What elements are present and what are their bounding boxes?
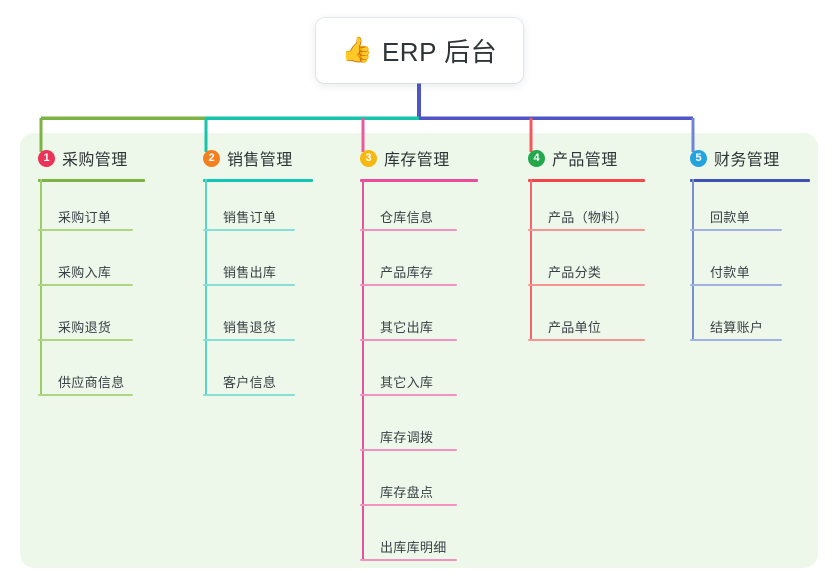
branch-spine [40, 179, 42, 396]
branch-leaf-label: 回款单 [710, 210, 750, 225]
branch-leaf[interactable]: 仓库信息 [360, 199, 457, 231]
branch-leaf-label: 产品分类 [548, 265, 602, 280]
branch-leaf-rule [360, 504, 457, 506]
branch-leaf[interactable]: 销售订单 [203, 199, 295, 231]
thumbs-up-icon: 👍 [341, 36, 373, 64]
branch-title: 销售管理 [227, 152, 293, 169]
branch-leaf-rule [360, 449, 457, 451]
branch-header-rule [360, 179, 478, 182]
branch-leaf-rule [38, 229, 133, 231]
branch-leaf[interactable]: 产品单位 [528, 309, 645, 341]
branch-number-badge: 4 [528, 149, 545, 167]
branch-leaf[interactable]: 结算账户 [690, 309, 782, 341]
branch-leaf-label: 销售订单 [223, 210, 277, 225]
root-node[interactable]: 👍 ERP 后台 [316, 18, 523, 83]
branch-leaf-rule [528, 339, 645, 341]
branch-leaf-rule [690, 229, 782, 231]
branch-leaf[interactable]: 采购订单 [38, 199, 133, 231]
branch-leaf[interactable]: 库存调拨 [360, 419, 457, 451]
branch-leaf[interactable]: 库存盘点 [360, 474, 457, 506]
branch-title: 采购管理 [62, 152, 128, 169]
branch-header-3[interactable]: 3 库存管理 [360, 146, 450, 170]
branch-leaf-label: 其它入库 [380, 375, 434, 390]
branch-leaf[interactable]: 回款单 [690, 199, 782, 231]
branch-spine [692, 179, 694, 341]
branch-title: 财务管理 [714, 152, 780, 169]
branch-leaf[interactable]: 销售出库 [203, 254, 295, 286]
branch-leaf-rule [360, 284, 457, 286]
branch-header-2[interactable]: 2 销售管理 [203, 146, 293, 170]
branch-leaf-rule [360, 394, 457, 396]
branch-leaf-rule [690, 284, 782, 286]
branch-leaf-label: 销售退货 [223, 320, 277, 335]
branch-leaf-label: 客户信息 [223, 375, 277, 390]
branch-number-badge: 5 [690, 149, 707, 167]
branch-number-badge: 3 [360, 149, 377, 167]
branch-leaf[interactable]: 销售退货 [203, 309, 295, 341]
branch-leaf[interactable]: 其它入库 [360, 364, 457, 396]
branch-leaf-label: 结算账户 [710, 320, 764, 335]
branch-leaf-rule [38, 284, 133, 286]
branch-leaf-label: 产品库存 [380, 265, 434, 280]
branch-leaf[interactable]: 采购入库 [38, 254, 133, 286]
branch-spine [362, 179, 364, 561]
branch-leaf-rule [203, 339, 295, 341]
branch-leaf-label: 采购入库 [58, 265, 112, 280]
branch-header-rule [38, 179, 145, 182]
branch-number-badge: 2 [203, 149, 220, 167]
branch-header-1[interactable]: 1 采购管理 [38, 146, 128, 170]
branch-leaf-label: 库存调拨 [380, 430, 434, 445]
branch-header-5[interactable]: 5 财务管理 [690, 146, 780, 170]
branch-leaf-rule [38, 394, 133, 396]
branch-leaf-rule [38, 339, 133, 341]
branch-leaf-label: 采购订单 [58, 210, 112, 225]
diagram-panel [20, 133, 818, 568]
branch-spine [530, 179, 532, 341]
branch-leaf-rule [360, 229, 457, 231]
branch-title: 库存管理 [384, 152, 450, 169]
branch-leaf-label: 库存盘点 [380, 485, 434, 500]
branch-leaf-rule [360, 339, 457, 341]
branch-leaf-label: 供应商信息 [58, 375, 125, 390]
branch-title: 产品管理 [552, 152, 618, 169]
branch-leaf[interactable]: 产品（物料） [528, 199, 645, 231]
branch-leaf[interactable]: 客户信息 [203, 364, 295, 396]
branch-leaf-rule [203, 394, 295, 396]
branch-leaf-label: 产品单位 [548, 320, 602, 335]
branch-leaf[interactable]: 产品分类 [528, 254, 645, 286]
branch-number-badge: 1 [38, 149, 55, 167]
branch-leaf-label: 出库库明细 [380, 540, 447, 555]
branch-leaf-rule [528, 284, 645, 286]
branch-header-rule [528, 179, 645, 182]
branch-header-rule [690, 179, 810, 182]
branch-leaf-rule [203, 284, 295, 286]
branch-header-rule [203, 179, 313, 182]
branch-leaf-label: 采购退货 [58, 320, 112, 335]
branch-leaf-rule [203, 229, 295, 231]
branch-leaf-label: 其它出库 [380, 320, 434, 335]
branch-leaf[interactable]: 其它出库 [360, 309, 457, 341]
branch-leaf[interactable]: 供应商信息 [38, 364, 133, 396]
branch-leaf-rule [690, 339, 782, 341]
root-title: ERP 后台 [381, 37, 498, 67]
branch-leaf-label: 销售出库 [223, 265, 277, 280]
root-node-content: 👍 ERP 后台 [342, 32, 497, 69]
branch-leaf[interactable]: 产品库存 [360, 254, 457, 286]
branch-leaf[interactable]: 采购退货 [38, 309, 133, 341]
branch-leaf-label: 仓库信息 [380, 210, 434, 225]
branch-leaf[interactable]: 付款单 [690, 254, 782, 286]
branch-header-4[interactable]: 4 产品管理 [528, 146, 618, 170]
branch-leaf-rule [528, 229, 645, 231]
branch-leaf[interactable]: 出库库明细 [360, 529, 457, 561]
branch-leaf-rule [360, 559, 457, 561]
branch-leaf-label: 产品（物料） [548, 210, 628, 225]
branch-spine [205, 179, 207, 396]
branch-leaf-label: 付款单 [710, 265, 750, 280]
